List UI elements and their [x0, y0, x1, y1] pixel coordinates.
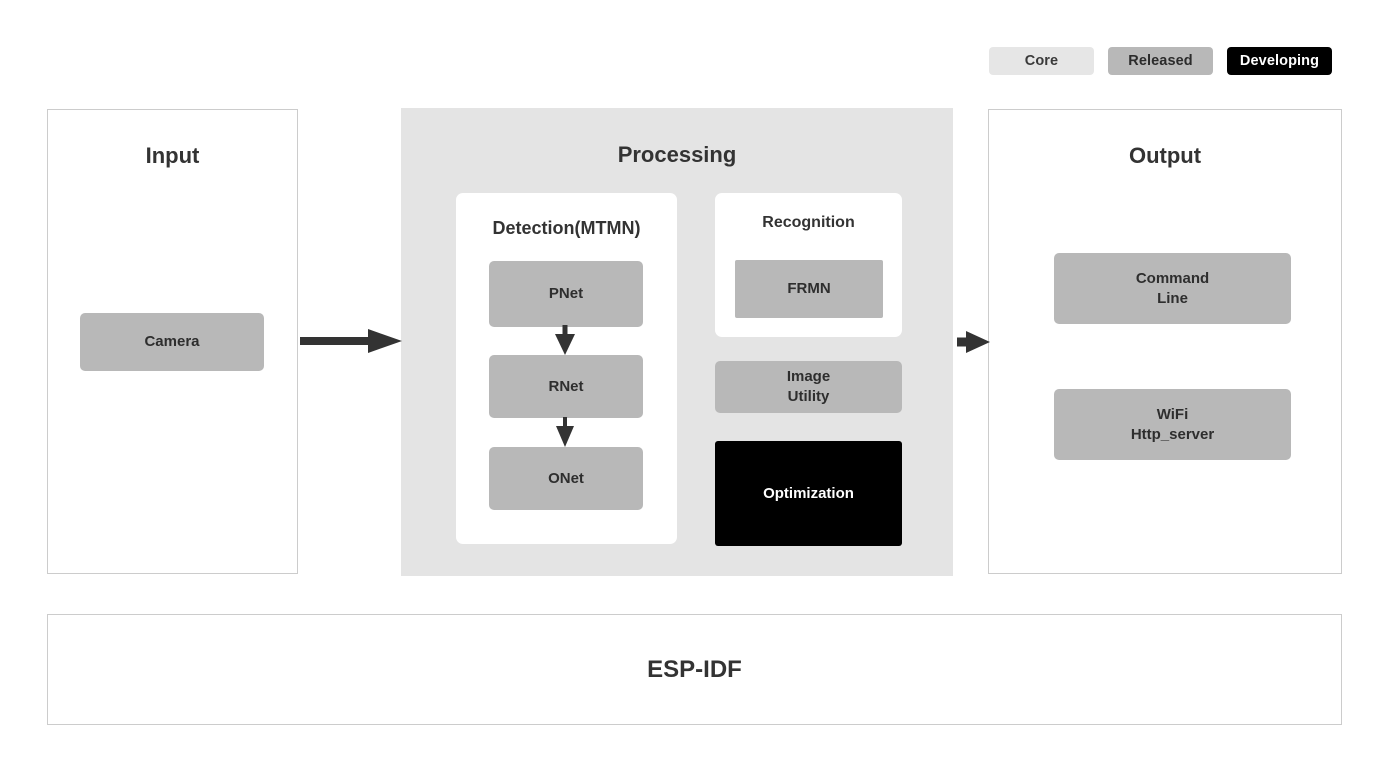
- arrow-rnet-to-onet-icon: [556, 417, 574, 447]
- node-camera[interactable]: Camera: [80, 313, 264, 371]
- node-camera-label: Camera: [144, 333, 200, 351]
- arrow-processing-to-output-icon: [957, 331, 990, 353]
- node-image-utility[interactable]: Image Utility: [715, 361, 902, 413]
- node-optimization[interactable]: Optimization: [715, 441, 902, 546]
- node-rnet[interactable]: RNet: [489, 355, 643, 418]
- legend-badge-developing[interactable]: Developing: [1227, 47, 1332, 75]
- node-wifi-line1: WiFi: [1156, 405, 1189, 423]
- node-wifi-line2: Http_server: [1130, 425, 1215, 443]
- panel-output: Output: [988, 109, 1342, 574]
- legend-badge-released[interactable]: Released: [1108, 47, 1213, 75]
- node-optimization-label: Optimization: [763, 484, 854, 502]
- node-wifi-http-server-label: WiFi Http_server: [1131, 405, 1214, 445]
- legend-badge-core[interactable]: Core: [989, 47, 1094, 75]
- legend-label-released: Released: [1128, 53, 1193, 69]
- node-command-line-label: Command Line: [1136, 269, 1209, 309]
- node-image-utility-label: Image Utility: [787, 367, 830, 407]
- panel-input-title: Input: [145, 143, 200, 168]
- node-pnet[interactable]: PNet: [489, 261, 643, 327]
- node-image-utility-line1: Image: [786, 368, 831, 386]
- node-command-line[interactable]: Command Line: [1054, 253, 1291, 324]
- panel-processing-title: Processing: [617, 142, 737, 167]
- node-frmn[interactable]: FRMN: [735, 260, 883, 318]
- node-onet[interactable]: ONet: [489, 447, 643, 510]
- node-image-utility-line2: Utility: [787, 388, 830, 405]
- legend: Core Released Developing: [989, 47, 1332, 75]
- legend-label-core: Core: [1024, 53, 1059, 69]
- node-wifi-http-server[interactable]: WiFi Http_server: [1054, 389, 1291, 460]
- card-recognition-title: Recognition: [762, 214, 855, 231]
- arrow-input-to-processing-icon: [300, 329, 402, 353]
- node-pnet-label: PNet: [548, 285, 584, 303]
- node-command-line-line1: Command: [1135, 269, 1210, 287]
- panel-esp-idf-title: ESP-IDF: [647, 655, 742, 683]
- node-rnet-label: RNet: [548, 377, 584, 395]
- node-command-line-line2: Line: [1157, 289, 1188, 307]
- card-detection-title: Detection(MTMN): [492, 218, 641, 238]
- panel-output-title: Output: [1128, 143, 1202, 168]
- arrow-pnet-to-rnet-icon: [555, 325, 575, 355]
- panel-esp-idf: ESP-IDF: [47, 614, 1342, 725]
- node-frmn-label: FRMN: [787, 280, 831, 298]
- legend-label-developing: Developing: [1239, 53, 1320, 69]
- node-onet-label: ONet: [548, 469, 584, 487]
